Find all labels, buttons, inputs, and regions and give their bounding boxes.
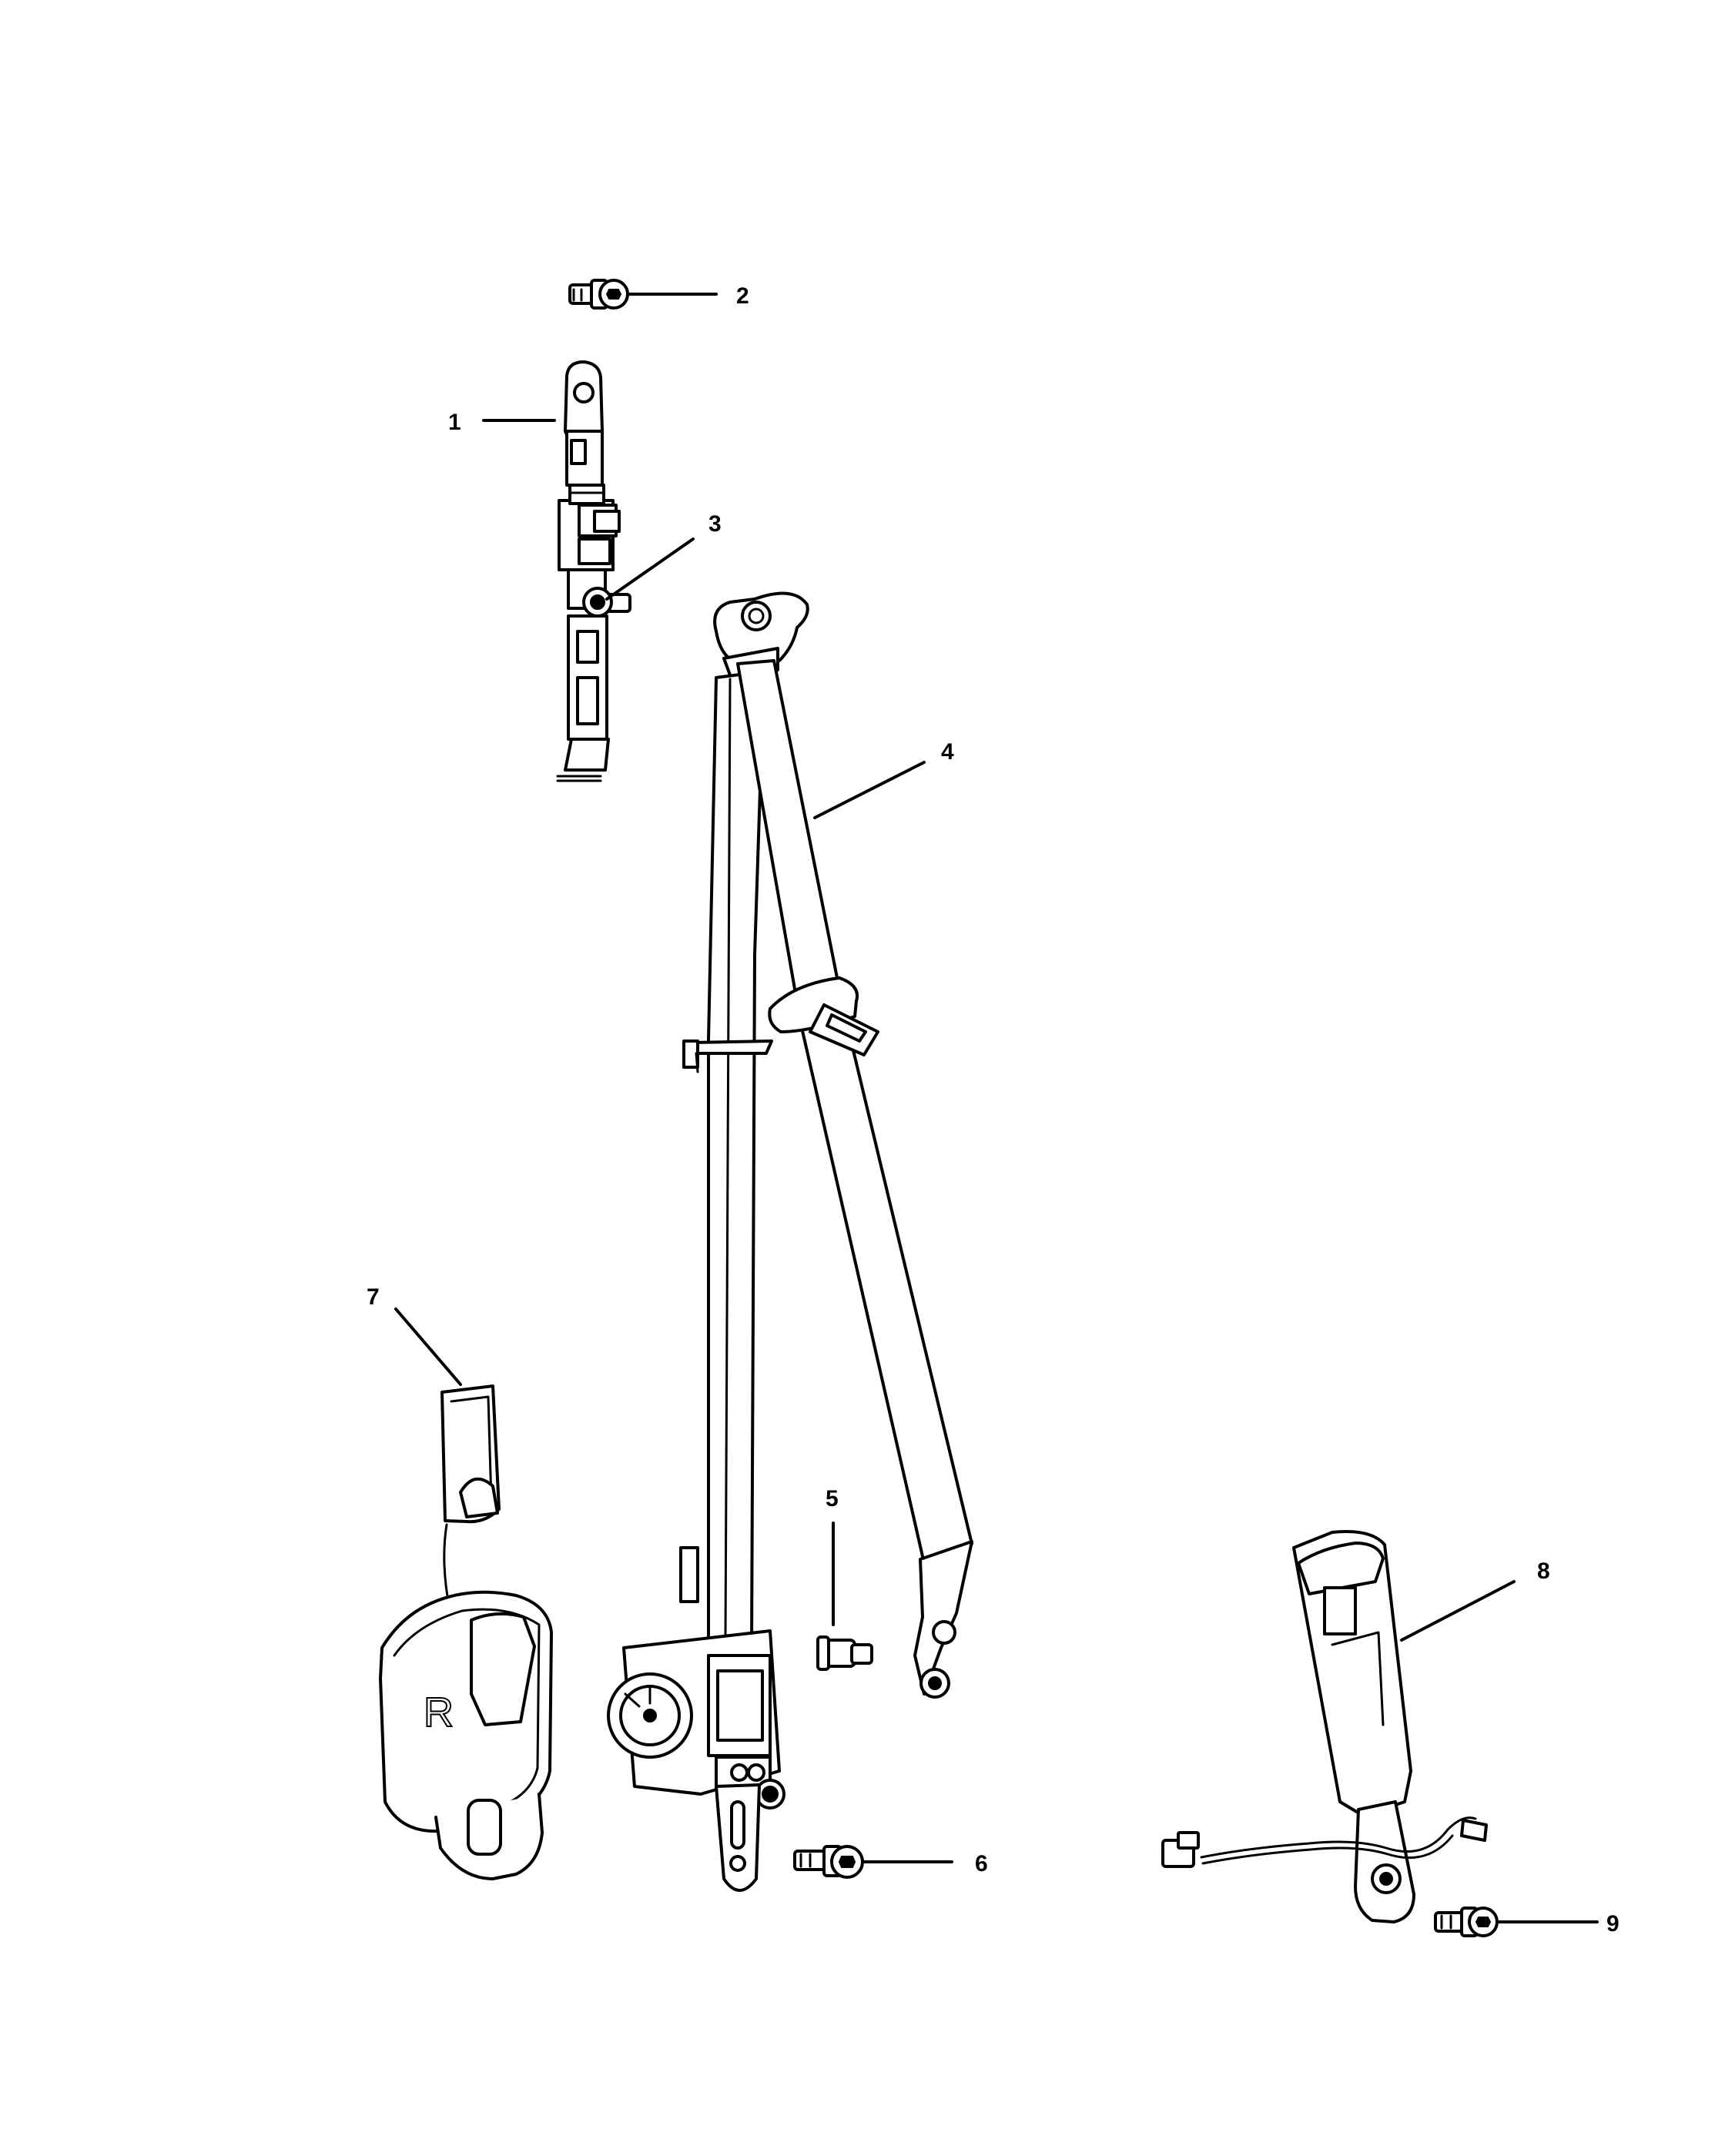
callout-9: 9	[1606, 1911, 1619, 1937]
leader-line-8	[1400, 1580, 1516, 1642]
part-8-buckle	[1161, 1530, 1488, 1923]
part-6-bolt	[793, 1845, 864, 1879]
callout-7: 7	[367, 1284, 380, 1310]
part-2-bolt	[568, 279, 629, 310]
callout-6: 6	[975, 1851, 988, 1876]
callout-5: 5	[826, 1486, 839, 1512]
leader-line-7	[394, 1307, 462, 1386]
callout-8: 8	[1537, 1558, 1550, 1584]
leader-line-3	[605, 537, 695, 601]
leader-line-4	[813, 761, 926, 819]
callout-1: 1	[448, 410, 461, 435]
part-1-height-adjuster	[556, 360, 621, 782]
callout-4: 4	[941, 739, 954, 765]
part-4-seat-belt-webbing	[607, 591, 973, 1892]
callout-3: 3	[708, 511, 722, 537]
callout-2: 2	[736, 283, 749, 309]
housing-mark-r: R	[424, 1689, 454, 1736]
part-3-adjuster-bolt	[582, 587, 631, 618]
part-5-bolt	[816, 1635, 873, 1671]
part-7-retractor-cover: R	[379, 1384, 553, 1880]
part-9-bolt	[1434, 1907, 1499, 1937]
